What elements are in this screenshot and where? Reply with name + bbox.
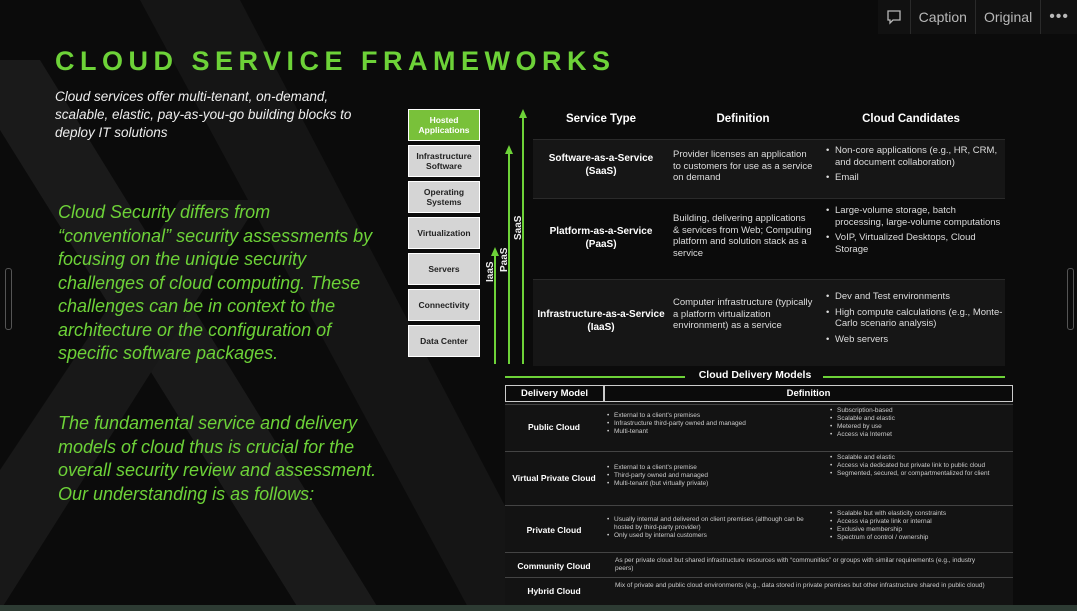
slide-subtitle: Cloud services offer multi-tenant, on-de… (55, 89, 352, 140)
definition-item: Access via dedicated but private link to… (830, 462, 1008, 470)
service-definition: Provider licenses an application to cust… (673, 149, 813, 183)
definition-item: Scalable and elastic (830, 454, 1008, 462)
stack-layer: Hosted Applications (408, 109, 480, 141)
definition-item: External to a client's premises (607, 412, 817, 420)
delivery-row-public: Public Cloud External to a client's prem… (505, 404, 1013, 451)
service-type: Software-as-a-Service (SaaS) (548, 153, 654, 177)
service-definition: Computer infrastructure (typically a pla… (673, 297, 813, 331)
candidate-item: Email (826, 172, 1006, 184)
definition-item: Access via Internet (830, 431, 1008, 439)
stack-layer: Virtualization (408, 217, 480, 249)
delivery-row-virtual-private: Virtual Private Cloud External to a clie… (505, 451, 1013, 505)
delivery-row-hybrid: Hybrid Cloud Mix of private and public c… (505, 577, 1013, 606)
stack-layer: Data Center (408, 325, 480, 357)
delivery-row-private: Private Cloud Usually internal and deliv… (505, 505, 1013, 552)
delivery-models-title-bar: Cloud Delivery Models (505, 368, 1005, 384)
cloud-candidates: Non-core applications (e.g., HR, CRM, an… (826, 145, 1006, 188)
column-header: Service Type (565, 113, 637, 125)
definition-item: Access via private link or internal (830, 518, 1008, 526)
column-header: Definition (716, 113, 770, 125)
iaas-arrow-label: IaaS (485, 261, 496, 282)
definition-item: External to a client's premise (607, 464, 817, 472)
column-header: Delivery Model (505, 385, 604, 402)
service-type: Infrastructure-as-a-Service (IaaS) (537, 309, 665, 333)
stack-layer: Servers (408, 253, 480, 285)
stack-layer: Infrastructure Software (408, 145, 480, 177)
definition-text: As per private cloud but shared infrastr… (615, 557, 976, 572)
definition-item: Spectrum of control / ownership (830, 534, 1008, 542)
more-button[interactable]: ••• (1040, 0, 1077, 34)
delivery-models-table: Delivery Model Definition Public Cloud E… (505, 385, 1013, 605)
definition-item: Only used by internal customers (607, 532, 817, 540)
service-type-table: Service Type Definition Cloud Candidates… (533, 105, 1005, 366)
technology-stack: Hosted Applications Infrastructure Softw… (408, 109, 480, 361)
definition-item: Scalable and elastic (830, 415, 1008, 423)
caption-button[interactable]: Caption (909, 0, 975, 34)
definition-item: Metered by use (830, 423, 1008, 431)
definition-item: Subscription-based (830, 407, 1008, 415)
viewer-toolbar: Caption Original ••• (877, 0, 1077, 34)
definition-list-left: Usually internal and delivered on client… (607, 516, 817, 540)
stack-layer: Operating Systems (408, 181, 480, 213)
delivery-row-community: Community Cloud As per private cloud but… (505, 552, 1013, 577)
definition-list-left: External to a client's premises Infrastr… (607, 412, 817, 436)
comment-icon (887, 10, 901, 25)
definition-item: Multi-tenant (but virtually private) (607, 480, 817, 488)
candidate-item: Dev and Test environments (826, 291, 1006, 303)
candidate-item: Web servers (826, 334, 1006, 346)
delivery-model-name: Public Cloud (528, 422, 580, 432)
cloud-candidates: Dev and Test environments High compute c… (826, 291, 1006, 349)
cloud-candidates: Large-volume storage, batch processing, … (826, 205, 1006, 259)
definition-list-right: Subscription-based Scalable and elastic … (830, 407, 1008, 439)
delivery-models-title: Cloud Delivery Models (698, 369, 812, 381)
body-paragraph-1: Cloud Security differs from “conventiona… (58, 202, 373, 363)
service-type: Platform-as-a-Service (PaaS) (549, 226, 653, 250)
definition-item: Scalable but with elasticity constraints (830, 510, 1008, 518)
definition-list-right: Scalable but with elasticity constraints… (830, 510, 1008, 542)
original-button[interactable]: Original (974, 0, 1040, 34)
delivery-model-name: Hybrid Cloud (527, 586, 581, 596)
service-row-paas: Platform-as-a-Service (PaaS) Building, d… (533, 198, 1005, 279)
definition-item: Exclusive membership (830, 526, 1008, 534)
definition-item: Segmented, secured, or compartmentalized… (830, 470, 1008, 478)
candidate-item: Large-volume storage, batch processing, … (826, 205, 1006, 228)
column-header: Definition (604, 385, 1013, 402)
title-rule (505, 376, 685, 378)
definition-text: Mix of private and public cloud environm… (615, 582, 985, 589)
column-header: Cloud Candidates (862, 113, 960, 125)
slide-title: CLOUD SERVICE FRAMEWORKS (55, 46, 616, 76)
delivery-model-name: Private Cloud (526, 525, 582, 535)
comment-button[interactable] (878, 0, 910, 34)
definition-item: Multi-tenant (607, 428, 817, 436)
saas-arrow-label: SaaS (513, 215, 524, 240)
delivery-model-name: Virtual Private Cloud (512, 473, 596, 483)
paas-arrow-label: PaaS (499, 247, 510, 272)
candidate-item: Non-core applications (e.g., HR, CRM, an… (826, 145, 1006, 168)
stack-layer: Connectivity (408, 289, 480, 321)
left-scroll-handle[interactable] (5, 268, 12, 330)
definition-item: Infrastructure third-party owned and man… (607, 420, 817, 428)
more-icon: ••• (1049, 8, 1069, 25)
candidate-item: High compute calculations (e.g., Monte-C… (826, 307, 1006, 330)
definition-item: Third-party owned and managed (607, 472, 817, 480)
definition-list-right: Scalable and elastic Access via dedicate… (830, 454, 1008, 478)
service-definition: Building, delivering applications & serv… (673, 213, 812, 259)
definition-list-left: External to a client's premise Third-par… (607, 464, 817, 488)
candidate-item: VoIP, Virtualized Desktops, Cloud Storag… (826, 232, 1006, 255)
body-paragraph-2: The fundamental service and delivery mod… (58, 413, 377, 504)
service-row-iaas: Infrastructure-as-a-Service (IaaS) Compu… (533, 279, 1005, 366)
bottom-strip (0, 605, 1077, 611)
service-row-saas: Software-as-a-Service (SaaS) Provider li… (533, 139, 1005, 198)
definition-item: Usually internal and delivered on client… (607, 516, 817, 532)
delivery-model-name: Community Cloud (517, 561, 591, 571)
right-scroll-handle[interactable] (1067, 268, 1074, 330)
title-rule (823, 376, 1005, 378)
stack-arrows (491, 109, 527, 364)
